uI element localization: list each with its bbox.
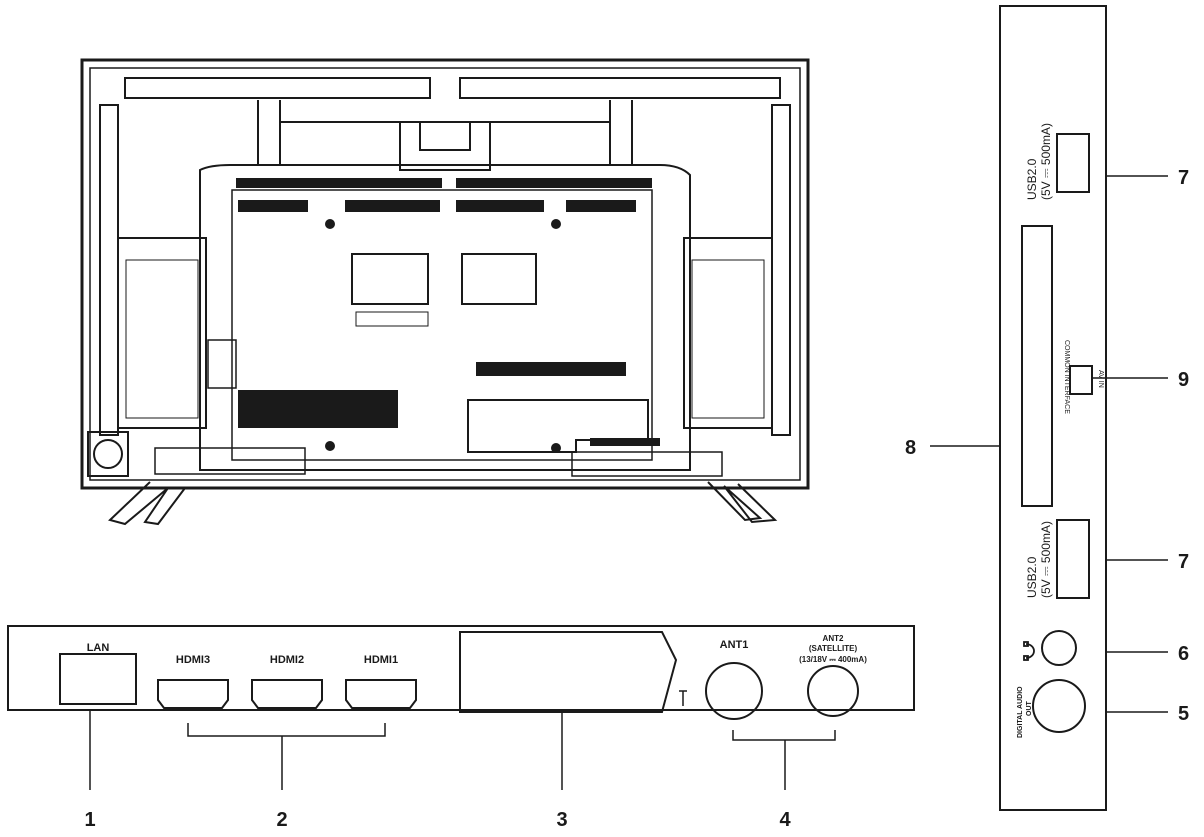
side-port-block <box>207 339 237 389</box>
common-interface-label: COMMON INTERFACE <box>1063 340 1070 414</box>
callout-2: 2 <box>276 809 287 831</box>
ant2-voltage-label: (13/18V ⎓ 400mA) <box>799 655 867 664</box>
rear-label-1 <box>351 253 429 305</box>
callout-4: 4 <box>779 809 791 831</box>
power-inlet <box>87 431 129 477</box>
top-bar-right <box>459 77 781 99</box>
antenna-icon <box>679 690 687 706</box>
side-connector-panel <box>930 5 1168 811</box>
hdmi2-label: HDMI2 <box>270 654 304 666</box>
vesa-screw-4 <box>551 443 561 453</box>
headphone-cup-1 <box>1023 641 1029 647</box>
callout-bracket-4 <box>732 730 836 790</box>
vent-upper-2 <box>345 200 440 212</box>
back-cover <box>199 164 691 471</box>
bottom-strip-left <box>154 447 306 475</box>
headphone-icon <box>1023 641 1035 661</box>
side-rail-left <box>99 104 119 436</box>
callout-7-bottom: 7 <box>1178 551 1189 573</box>
usb-port-top <box>1056 133 1090 193</box>
connector-plate <box>467 399 649 453</box>
vent-bottom <box>590 438 660 446</box>
usb-bottom-label: USB2.0 <box>1025 556 1039 598</box>
vesa-bracket-arms <box>257 100 633 166</box>
vesa-screw-2 <box>551 219 561 229</box>
ant1-connector <box>705 662 763 720</box>
rear-label-2 <box>461 253 537 305</box>
usb-port-bottom <box>1056 519 1090 599</box>
digital-audio-label: DIGITAL AUDIO <box>1017 686 1024 738</box>
vent-upper-3 <box>456 200 544 212</box>
callout-bracket-2 <box>187 723 386 790</box>
antenna-icon-shape <box>679 690 687 706</box>
vent-mid-right <box>476 362 626 376</box>
speaker-right-inner <box>691 259 765 419</box>
speaker-left <box>117 237 207 429</box>
foot-right <box>707 481 778 524</box>
back-cover-inner <box>231 189 653 461</box>
hdmi1-label: HDMI1 <box>364 654 398 666</box>
vent-upper-4 <box>566 200 636 212</box>
headphone-jack <box>1041 630 1077 666</box>
usb-top-spec: (5V ⎓ 500mA) <box>1039 123 1053 200</box>
vent-upper-1 <box>238 200 308 212</box>
av-in-port <box>1069 365 1093 395</box>
lan-label: LAN <box>87 642 110 654</box>
headphone-cup-2 <box>1023 655 1029 661</box>
speaker-left-inner <box>125 259 199 419</box>
hdmi3-port <box>157 679 229 709</box>
handle-bracket <box>399 121 491 171</box>
vesa-screw-1 <box>325 219 335 229</box>
top-bar-left <box>124 77 431 99</box>
power-inlet-circle <box>93 439 123 469</box>
hdmi3-label: HDMI3 <box>176 654 210 666</box>
digital-audio-out-label: OUT <box>1026 701 1033 717</box>
tv-outer-frame <box>80 58 810 490</box>
callout-3: 3 <box>556 809 567 831</box>
vent-top-right <box>456 178 652 188</box>
usb-bottom-spec: (5V ⎓ 500mA) <box>1039 521 1053 598</box>
callout-1: 1 <box>84 809 95 831</box>
foot-left <box>108 481 186 526</box>
callout-8: 8 <box>905 437 916 459</box>
ant2-satellite-label: (SATELLITE) <box>809 644 858 653</box>
tv-rear-view <box>80 58 810 526</box>
av-in-label: AV IN <box>1097 370 1104 388</box>
scart-connector <box>459 631 678 713</box>
warning-label <box>355 311 429 327</box>
vent-top-left <box>236 178 442 188</box>
hdmi2-port <box>251 679 323 709</box>
ant2-connector <box>807 665 859 717</box>
vent-lower-left <box>238 390 398 428</box>
bottom-connector-panel <box>7 625 915 790</box>
vesa-screw-3 <box>325 441 335 451</box>
speaker-right <box>683 237 773 429</box>
side-panel-frame <box>999 5 1107 811</box>
vent-slots <box>236 178 660 453</box>
callout-9: 9 <box>1178 369 1189 391</box>
usb-top-label: USB2.0 <box>1025 158 1039 200</box>
lan-port <box>59 653 137 705</box>
hdmi1-port <box>345 679 417 709</box>
side-rail-right <box>771 104 791 436</box>
ant1-label: ANT1 <box>720 639 749 651</box>
bottom-strip-right <box>571 451 723 477</box>
common-interface-slot <box>1021 225 1053 507</box>
callout-5: 5 <box>1178 703 1189 725</box>
tv-inner-frame <box>89 67 801 481</box>
ant2-label: ANT2 <box>823 634 844 643</box>
digital-audio-out-port <box>1032 679 1086 733</box>
callout-7-top: 7 <box>1178 167 1189 189</box>
callout-6: 6 <box>1178 643 1189 665</box>
